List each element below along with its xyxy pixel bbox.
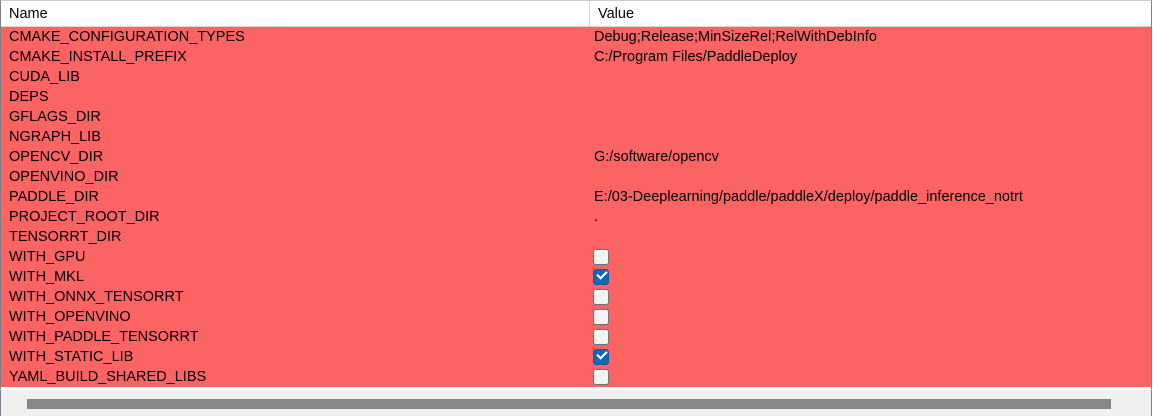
cache-variable-name: WITH_PADDLE_TENSORRT: [9, 329, 199, 345]
cache-variable-checkbox[interactable]: [593, 369, 609, 385]
table-row[interactable]: PADDLE_DIR E:/03-Deeplearning/paddle/padd…: [1, 187, 1151, 207]
cache-variable-value[interactable]: C:/Program Files/PaddleDeploy: [594, 49, 798, 65]
cache-variable-name: PADDLE_DIR: [9, 189, 99, 205]
check-icon: [596, 348, 608, 360]
cache-variable-name: WITH_GPU: [9, 249, 86, 265]
window-bottom-edge: [0, 416, 1153, 418]
table-row[interactable]: DEPS: [1, 87, 1151, 107]
cache-variable-checkbox[interactable]: [593, 348, 609, 365]
cache-variable-name: PROJECT_ROOT_DIR: [9, 209, 160, 225]
table-row[interactable]: TENSORRT_DIR: [1, 227, 1151, 247]
table-row[interactable]: WITH_OPENVINO: [1, 307, 1151, 327]
table-row[interactable]: PROJECT_ROOT_DIR.: [1, 207, 1151, 227]
table-row[interactable]: WITH_STATIC_LIB: [1, 347, 1151, 367]
scrollbar-thumb[interactable]: [27, 399, 1111, 409]
cache-variable-name: TENSORRT_DIR: [9, 229, 122, 245]
column-header-name[interactable]: Name: [9, 6, 48, 22]
cache-variable-name: WITH_MKL: [9, 269, 84, 285]
horizontal-scrollbar[interactable]: [0, 389, 1152, 417]
table-row[interactable]: NGRAPH_LIB: [1, 127, 1151, 147]
table-row[interactable]: CMAKE_CONFIGURATION_TYPES Debug;Release;M…: [1, 27, 1151, 47]
table-row[interactable]: YAML_BUILD_SHARED_LIBS: [1, 367, 1151, 387]
cache-variable-name: OPENVINO_DIR: [9, 169, 119, 185]
cache-variable-name: NGRAPH_LIB: [9, 129, 101, 145]
table-body-viewport: CMAKE_CONFIGURATION_TYPES Debug;Release;M…: [1, 27, 1151, 389]
cache-variable-name: OPENCV_DIR: [9, 149, 104, 165]
table-row[interactable]: WITH_PADDLE_TENSORRT: [1, 327, 1151, 347]
cache-variable-name: CUDA_LIB: [9, 69, 80, 85]
cache-variable-name: CMAKE_INSTALL_PREFIX: [9, 49, 187, 65]
cache-variable-name: WITH_OPENVINO: [9, 309, 131, 325]
cache-variable-checkbox[interactable]: [593, 249, 609, 265]
cache-variable-value[interactable]: E:/03-Deeplearning/paddle/paddleX/deploy…: [594, 189, 1023, 205]
table-row[interactable]: CMAKE_INSTALL_PREFIX C:/Program Files/Pad…: [1, 47, 1151, 67]
cache-variable-checkbox[interactable]: [593, 309, 609, 325]
table-row[interactable]: WITH_GPU: [1, 247, 1151, 267]
column-header-value[interactable]: Value: [589, 1, 1151, 27]
cache-variable-checkbox[interactable]: [593, 268, 609, 285]
table-row[interactable]: WITH_ONNX_TENSORRT: [1, 287, 1151, 307]
cache-variable-name: DEPS: [9, 89, 49, 105]
cache-variable-value[interactable]: .: [594, 209, 599, 225]
table-row[interactable]: CUDA_LIB: [1, 67, 1151, 87]
cache-variable-checkbox[interactable]: [593, 329, 609, 345]
table-row[interactable]: OPENVINO_DIR: [1, 167, 1151, 187]
cache-variable-checkbox[interactable]: [593, 289, 609, 305]
cache-variable-name: CMAKE_CONFIGURATION_TYPES: [9, 29, 245, 45]
cache-variable-name: WITH_ONNX_TENSORRT: [9, 289, 184, 305]
table-rows-container: CMAKE_CONFIGURATION_TYPES Debug;Release;M…: [1, 27, 1151, 387]
table-row[interactable]: WITH_MKL: [1, 267, 1151, 287]
cache-variable-name: YAML_BUILD_SHARED_LIBS: [9, 369, 207, 385]
table-row[interactable]: OPENCV_DIR G:/software/opencv: [1, 147, 1151, 167]
table-row[interactable]: GFLAGS_DIR: [1, 107, 1151, 127]
cache-variable-name: WITH_STATIC_LIB: [9, 349, 134, 365]
check-icon: [596, 268, 608, 280]
table-header-row: Name Value: [1, 1, 1151, 27]
cache-variable-value[interactable]: G:/software/opencv: [594, 149, 719, 165]
cache-variable-value[interactable]: Debug;Release;MinSizeRel;RelWithDebInfo: [594, 29, 877, 45]
cache-variable-name: GFLAGS_DIR: [9, 109, 101, 125]
scrollbar-track[interactable]: [1, 395, 1151, 413]
cache-variables-table[interactable]: Name Value CMAKE_CONFIGURATION_TYPES Debu…: [0, 0, 1152, 389]
